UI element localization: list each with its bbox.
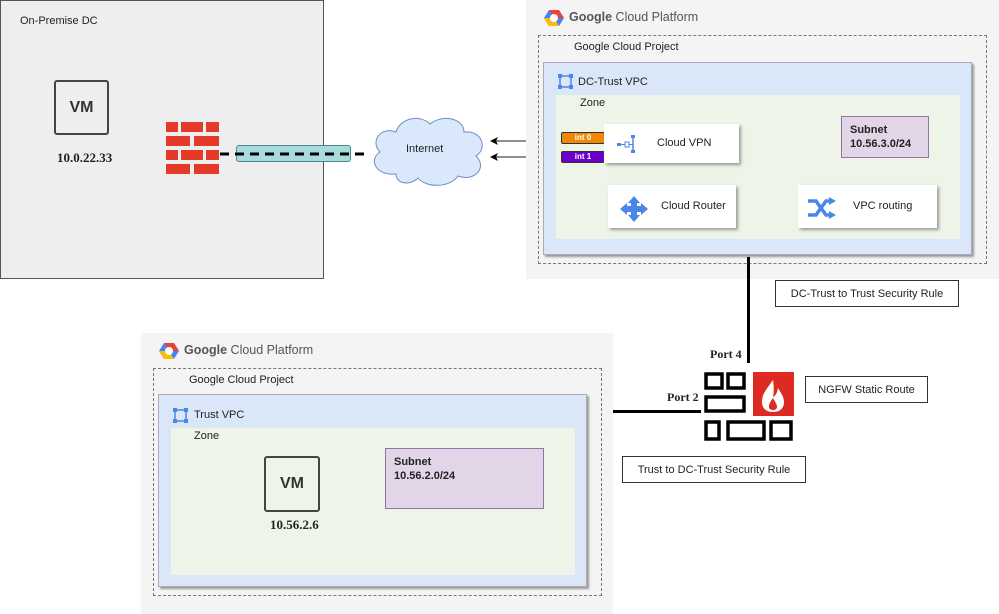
gcp-logo-icon	[159, 343, 179, 359]
gcp-top-title: Google Cloud Platform	[569, 10, 699, 24]
dc-trust-to-trust-rule-note[interactable]: DC-Trust to Trust Security Rule	[775, 280, 959, 307]
onprem-vm[interactable]: VM	[54, 80, 109, 135]
firewall-brick-icon[interactable]	[166, 122, 221, 176]
trust-vm-ip: 10.56.2.6	[270, 517, 319, 532]
internet-label: Internet	[406, 143, 444, 155]
trust-to-dc-trust-rule-note[interactable]: Trust to DC-Trust Security Rule	[622, 456, 806, 483]
internet-cloud-icon[interactable]	[366, 112, 490, 188]
vpc-routing-label: VPC routing	[853, 200, 913, 212]
cloud-vpn-icon	[617, 135, 635, 153]
bottom-subnet-title: Subnet	[394, 456, 432, 468]
ngfw-static-route-note[interactable]: NGFW Static Route	[805, 376, 928, 403]
trust-vpc-label: Trust VPC	[194, 409, 245, 421]
vm-label: VM	[69, 98, 94, 116]
ngfw-firewall-icon[interactable]	[704, 372, 794, 444]
bottom-subnet-cidr: 10.56.2.0/24	[394, 470, 456, 482]
dc-trust-vpc-label: DC-Trust VPC	[578, 76, 648, 88]
vpc-icon	[173, 408, 188, 423]
cloud-router-icon	[620, 196, 648, 222]
gcp-bottom-project	[153, 368, 602, 596]
gcp-bottom-title: Google Cloud Platform	[184, 343, 314, 357]
int1-tag[interactable]: int 1	[561, 151, 605, 163]
top-zone-label: Zone	[580, 97, 606, 109]
cloud-router-label: Cloud Router	[661, 200, 726, 212]
cloud-vpn-label: Cloud VPN	[657, 137, 712, 149]
gcp-top-project	[538, 35, 987, 264]
top-subnet[interactable]: Subnet 10.56.3.0/24	[841, 116, 929, 158]
top-subnet-title: Subnet	[850, 124, 888, 136]
vm-label: VM	[280, 475, 304, 492]
gcp-bottom-project-label: Google Cloud Project	[189, 374, 294, 386]
port2-label: Port 2	[667, 390, 699, 404]
bottom-zone-label: Zone	[194, 430, 220, 442]
tunnel-dashed-line	[220, 152, 370, 156]
port2-link	[613, 410, 701, 413]
on-premise-dc-title: On-Premise DC	[20, 15, 98, 27]
bottom-subnet[interactable]: Subnet 10.56.2.0/24	[385, 448, 544, 509]
trust-vm[interactable]: VM	[264, 456, 320, 512]
vpc-routing-icon	[808, 197, 836, 219]
cloud-vpn-service[interactable]	[604, 124, 739, 163]
vpc-icon	[558, 74, 573, 89]
on-premise-dc-container	[0, 0, 324, 279]
int0-tag[interactable]: int 0	[561, 132, 605, 144]
port4-label: Port 4	[710, 347, 742, 361]
top-subnet-cidr: 10.56.3.0/24	[850, 138, 912, 150]
gcp-top-project-label: Google Cloud Project	[574, 41, 679, 53]
gcp-logo-icon	[544, 10, 564, 26]
port4-link	[747, 257, 750, 363]
onprem-vm-ip: 10.0.22.33	[57, 150, 113, 165]
